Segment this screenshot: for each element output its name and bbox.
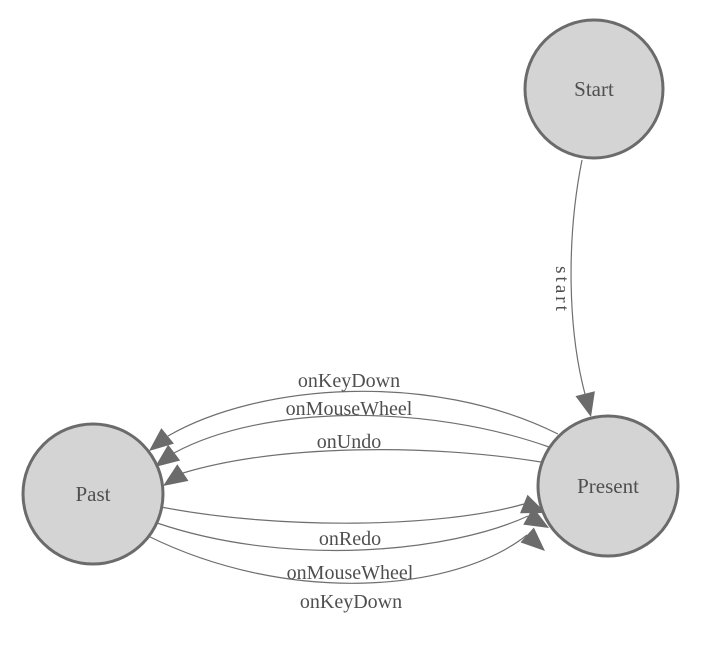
edge-label-onkeydown-top: onKeyDown xyxy=(298,370,400,392)
edge-present-to-past-onkeydown: onKeyDown xyxy=(149,370,559,451)
edge-start-to-present: start xyxy=(551,159,595,417)
arrowhead-past-to-present-onkeydown xyxy=(520,527,545,551)
node-past: Past xyxy=(21,422,165,566)
node-present-label: Present xyxy=(577,474,639,498)
edge-start-to-present-path xyxy=(570,159,586,395)
arrowhead-past-to-present-onredo xyxy=(520,494,546,514)
edge-label-start: start xyxy=(551,266,572,314)
edge-label-onundo: onUndo xyxy=(317,431,381,453)
edge-past-to-present-onmousewheel-path xyxy=(156,515,529,552)
edge-present-to-past-onundo-path xyxy=(182,449,542,474)
edge-past-to-present-onmousewheel: onMouseWheel xyxy=(156,507,549,584)
edge-label-onredo: onRedo xyxy=(319,528,381,550)
arrowhead-present-to-past-onundo xyxy=(163,464,189,486)
edge-past-to-present-onkeydown-path xyxy=(147,534,528,584)
edge-present-to-past-onundo: onUndo xyxy=(163,431,542,486)
node-present-circle xyxy=(536,414,680,558)
edge-past-to-present-onkeydown: onKeyDown xyxy=(147,527,545,613)
edge-label-onmousewheel-bottom: onMouseWheel xyxy=(287,562,414,584)
edge-present-to-past-onkeydown-path xyxy=(167,390,559,437)
edge-present-to-past-onmousewheel-path xyxy=(173,414,550,454)
arrowhead-past-to-present-onmousewheel xyxy=(523,507,549,528)
edge-past-to-present-onredo-path xyxy=(160,503,525,524)
edge-present-to-past-onmousewheel: onMouseWheel xyxy=(155,398,550,467)
arrowhead-present-to-past-onkeydown xyxy=(149,428,174,451)
node-start-label: Start xyxy=(574,77,614,101)
node-present: Present xyxy=(536,414,680,558)
node-start: Start xyxy=(523,18,665,160)
edge-label-onmousewheel-top: onMouseWheel xyxy=(286,398,413,420)
arrowhead-start-to-present xyxy=(575,391,595,417)
edge-label-onkeydown-bottom: onKeyDown xyxy=(300,591,402,613)
edge-past-to-present-onredo: onRedo xyxy=(160,494,546,550)
node-past-label: Past xyxy=(75,482,110,506)
node-past-circle xyxy=(21,422,165,566)
arrowhead-present-to-past-onmousewheel xyxy=(155,444,181,467)
node-start-circle xyxy=(523,18,665,160)
